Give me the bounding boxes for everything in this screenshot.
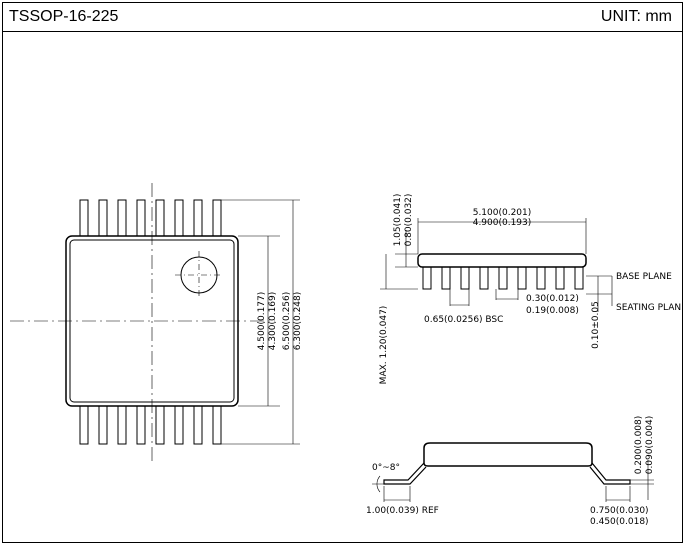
top-dim-6500: 6.500(0.256) — [282, 292, 292, 351]
side-body — [417, 253, 587, 268]
top-view — [10, 183, 300, 462]
end-dim-0450: 0.450(0.018) — [590, 517, 649, 527]
ref-label: 1.00(0.039) REF — [366, 506, 439, 516]
right-lead — [589, 462, 631, 485]
base-plane-label: BASE PLANE — [616, 272, 672, 282]
seating-plane-label: SEATING PLAN — [616, 303, 681, 313]
left-lead — [383, 462, 427, 485]
side-dim-030: 0.30(0.012) — [526, 294, 579, 304]
pitch-label: 0.65(0.0256) BSC — [424, 315, 503, 325]
side-view — [380, 218, 613, 312]
unit-label: UNIT: mm — [600, 8, 672, 25]
max-height-label: MAX. 1.20(0.047) — [379, 306, 389, 385]
top-dim-6300: 6.300(0.248) — [293, 292, 303, 351]
top-dim-4300: 4.300(0.169) — [268, 292, 278, 351]
package-name: TSSOP-16-225 — [9, 8, 119, 25]
side-leads — [422, 266, 584, 290]
standoff-label: 0.10±0.05 — [591, 301, 601, 349]
side-dim-019: 0.19(0.008) — [526, 306, 579, 316]
side-dim-5100: 5.100(0.201) — [473, 208, 532, 218]
end-dim-0200: 0.200(0.008) — [634, 416, 644, 475]
top-dim-4500: 4.500(0.177) — [257, 292, 267, 351]
side-dim-080: 0.80(0.032) — [404, 194, 414, 247]
end-view — [372, 442, 654, 502]
side-dim-105: 1.05(0.041) — [393, 194, 403, 247]
end-dim-0090: 0.090(0.004) — [645, 416, 655, 475]
side-dim-4900: 4.900(0.193) — [473, 218, 532, 228]
angle-label: 0°~8° — [372, 463, 400, 473]
end-body — [423, 442, 593, 467]
bottom-leads — [79, 403, 222, 445]
end-dim-0750: 0.750(0.030) — [590, 506, 649, 516]
top-leads — [79, 199, 222, 239]
title-bar: TSSOP-16-225 UNIT: mm — [3, 3, 682, 32]
